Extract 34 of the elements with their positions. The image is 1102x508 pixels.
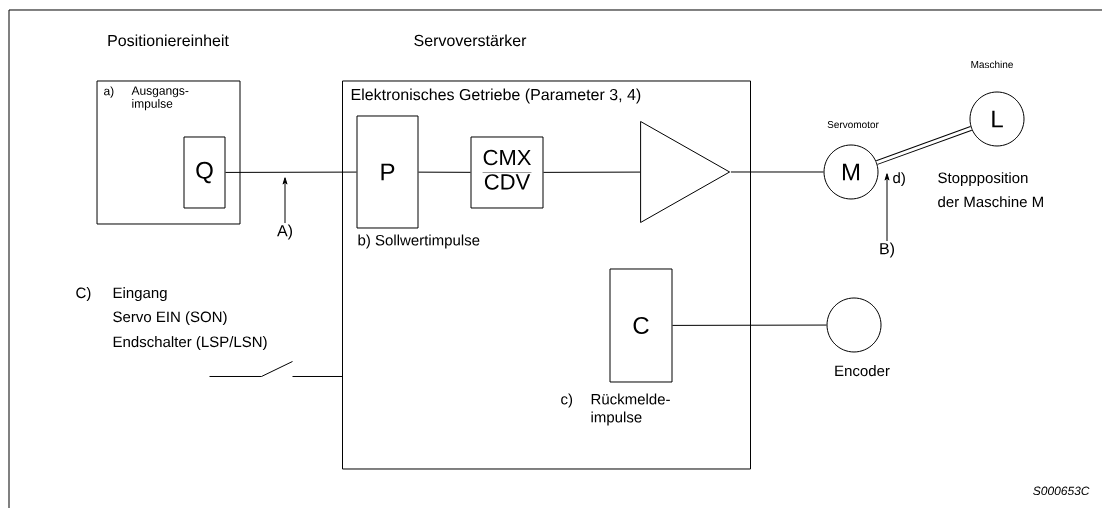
ratio-box: CMX CDV bbox=[470, 136, 544, 209]
amplifier-triangle bbox=[640, 121, 731, 223]
connector-line bbox=[672, 324, 827, 326]
note-text: Stoppposition bbox=[938, 172, 1028, 187]
callout-letter: B) bbox=[880, 242, 894, 258]
node-label: c) bbox=[561, 393, 573, 408]
node-label: b) Sollwertimpulse bbox=[358, 234, 480, 249]
callout-letter: d) bbox=[893, 172, 905, 187]
figure-code: S000653C bbox=[1033, 486, 1090, 496]
connector-line bbox=[418, 171, 471, 173]
signal-text: Eingang bbox=[113, 287, 167, 302]
callout-letter: A) bbox=[277, 224, 292, 240]
switch-symbol bbox=[209, 361, 293, 377]
double-line bbox=[876, 126, 972, 165]
connector-line bbox=[543, 171, 641, 173]
encoder-circle bbox=[826, 297, 882, 353]
leader-arrow bbox=[282, 177, 288, 224]
signal-text: Servo EIN (SON) bbox=[113, 311, 227, 326]
callout-letter: C) bbox=[76, 287, 91, 302]
letter-box: C bbox=[609, 268, 673, 383]
signal-text: Endschalter (LSP/LSN) bbox=[113, 336, 267, 351]
note-text: der Maschine M bbox=[938, 196, 1043, 208]
node-label: Servomotor bbox=[827, 121, 879, 129]
letter-box: P bbox=[356, 115, 419, 229]
node-label: Maschine bbox=[971, 60, 1013, 69]
connector-line bbox=[730, 171, 824, 173]
node-label: Positioniereinheit bbox=[108, 34, 229, 47]
node-label: Rückmelde- impulse bbox=[591, 393, 670, 426]
connector-line bbox=[292, 376, 343, 377]
connector-line bbox=[225, 171, 357, 173]
node-label: Encoder bbox=[835, 365, 890, 377]
leader-arrow bbox=[884, 173, 890, 242]
node-label: Servoverstärker bbox=[414, 34, 527, 47]
letter-box: Q bbox=[183, 136, 226, 209]
